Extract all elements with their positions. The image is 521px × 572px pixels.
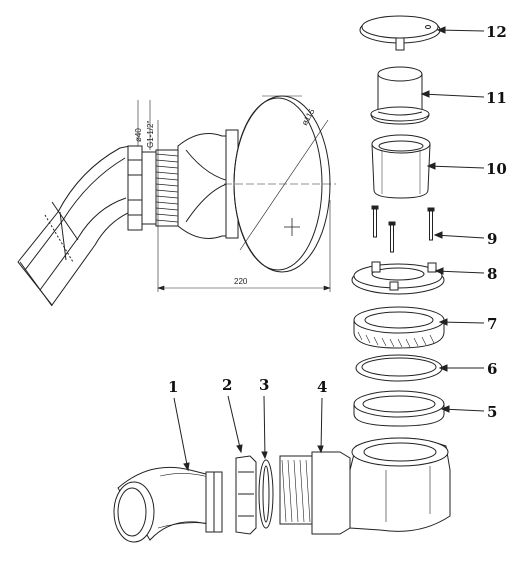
- side-view-dimension-lines: [137, 100, 331, 292]
- callout-10: 10: [486, 160, 507, 178]
- side-view-union-nut: [127, 145, 157, 231]
- part-9-screws: [371, 205, 435, 253]
- inlet-diameter-label: ø40: [134, 128, 143, 142]
- part-11-odour-cup: [370, 66, 430, 125]
- callout-8: 8: [487, 265, 497, 283]
- side-view-inlet-pipe: [17, 145, 131, 307]
- callout-9: 9: [487, 230, 497, 248]
- part-4-trap-body: [279, 437, 451, 535]
- part-3-washer: [258, 459, 274, 529]
- callout-1: 1: [168, 378, 178, 396]
- callout-leaders: [173, 26, 485, 472]
- callout-6: 6: [487, 360, 497, 378]
- thread-size-label: G1-1/2": [146, 121, 155, 148]
- part-10-sleeve: [371, 134, 431, 199]
- side-view-thread: [155, 149, 179, 227]
- side-view-assembly: ø40 G1-1/2" ø115 220: [17, 95, 336, 307]
- part-2-union-nut: [235, 455, 257, 535]
- part-12-cover-disc: [359, 15, 441, 51]
- callout-7: 7: [487, 315, 497, 333]
- callout-3: 3: [259, 376, 269, 394]
- callout-11: 11: [486, 89, 507, 107]
- callout-4: 4: [317, 378, 327, 396]
- part-5-seal-ring: [353, 390, 445, 427]
- overall-length-label: 220: [234, 277, 248, 286]
- part-7-locking-ring: [353, 306, 445, 349]
- part-8-flange: [351, 261, 445, 295]
- part-1-elbow-pipe: [113, 466, 223, 543]
- callout-5: 5: [487, 403, 497, 421]
- callout-2: 2: [222, 376, 232, 394]
- callout-12: 12: [486, 23, 507, 41]
- side-view-cover-disc: [224, 95, 336, 273]
- part-6-gasket: [355, 354, 443, 382]
